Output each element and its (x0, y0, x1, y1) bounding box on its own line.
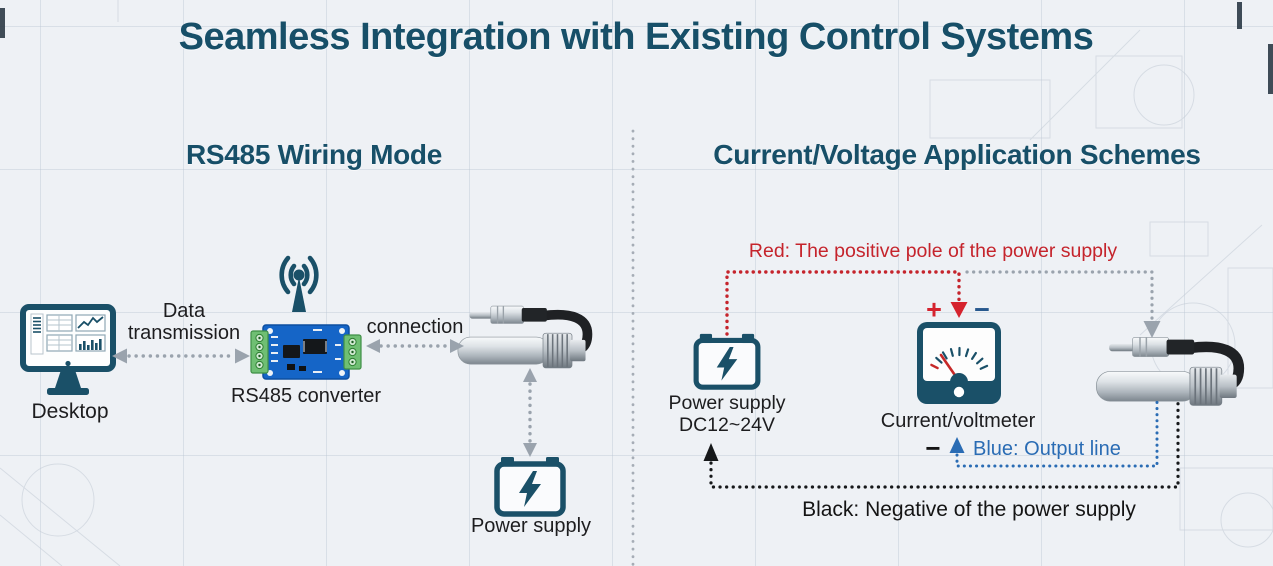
data-transmission-label: Data transmission (127, 300, 241, 344)
left-panel-title: RS485 Wiring Mode (185, 139, 443, 170)
pressure-sensor-icon-right (1094, 330, 1254, 415)
connection-label: connection (366, 316, 464, 338)
power-supply-label-right: Power supply DC12~24V (668, 392, 786, 436)
voltmeter-label: Current/voltmeter (880, 410, 1036, 432)
power-supply-icon-right (691, 332, 763, 390)
power-supply-label-left: Power supply (470, 515, 592, 537)
sensor-power-arrow (523, 368, 537, 457)
voltmeter-icon (917, 322, 1001, 404)
connection-arrow (366, 339, 464, 353)
output-minus-sign: − (925, 433, 941, 463)
page-title: Seamless Integration with Existing Contr… (178, 16, 1094, 58)
red-wire-note: Red: The positive pole of the power supp… (748, 240, 1118, 262)
data-transmission-arrow (112, 348, 250, 364)
minus-sign: − (974, 294, 990, 325)
wireless-antenna-icon (279, 255, 319, 312)
right-panel-title: Current/Voltage Application Schemes (713, 139, 1201, 170)
desktop-monitor-icon (20, 304, 116, 395)
desktop-label: Desktop (31, 400, 109, 423)
blue-wire-note: Blue: Output line (973, 438, 1121, 460)
black-wire-note: Black: Negative of the power supply (802, 498, 1136, 521)
rs485-converter-label: RS485 converter (230, 385, 382, 407)
power-supply-icon-left (494, 455, 566, 517)
plus-sign: + (926, 294, 942, 325)
pressure-sensor-icon-left (456, 299, 601, 377)
rs485-converter-icon (250, 324, 362, 380)
